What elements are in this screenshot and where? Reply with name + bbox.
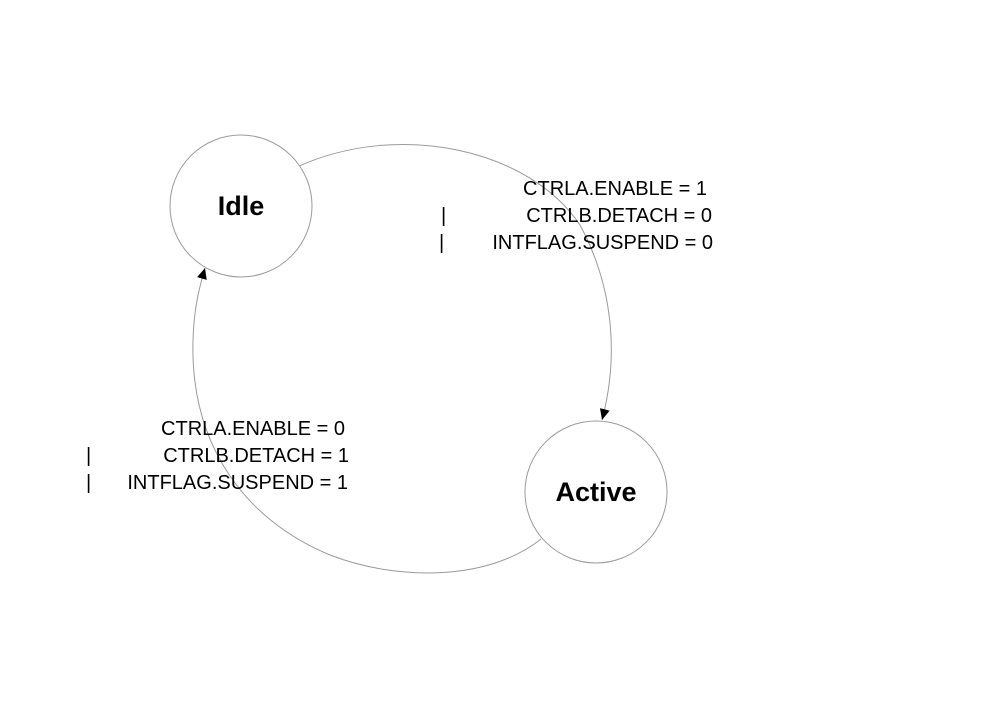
condition-line: CTRLA.ENABLE = 0: [161, 418, 345, 440]
condition-operator: |: [86, 445, 91, 467]
transition-active-to-idle-arrow: [192, 267, 542, 574]
condition-operator: |: [439, 232, 444, 254]
transition-active-to-idle-conditions: | | CTRLA.ENABLE = 0 CTRLB.DETACH = 1 IN…: [86, 418, 349, 494]
state-active: Active: [524, 420, 668, 564]
condition-line: CTRLB.DETACH = 1: [163, 445, 349, 467]
condition-operator: |: [441, 205, 446, 227]
transition-idle-to-active-conditions: | | CTRLA.ENABLE = 1 CTRLB.DETACH = 0 IN…: [439, 178, 713, 254]
condition-line: CTRLA.ENABLE = 1: [523, 178, 707, 200]
state-idle: Idle: [169, 134, 313, 278]
condition-line: CTRLB.DETACH = 0: [526, 205, 712, 227]
state-idle-label: Idle: [218, 191, 265, 221]
condition-operator: |: [86, 472, 91, 494]
condition-line: INTFLAG.SUSPEND = 0: [492, 232, 713, 254]
state-active-circle: [524, 420, 668, 564]
state-idle-circle: [169, 134, 313, 278]
state-active-label: Active: [555, 477, 636, 507]
transition-idle-to-active-arrow: [296, 144, 612, 421]
condition-line: INTFLAG.SUSPEND = 1: [127, 472, 348, 494]
